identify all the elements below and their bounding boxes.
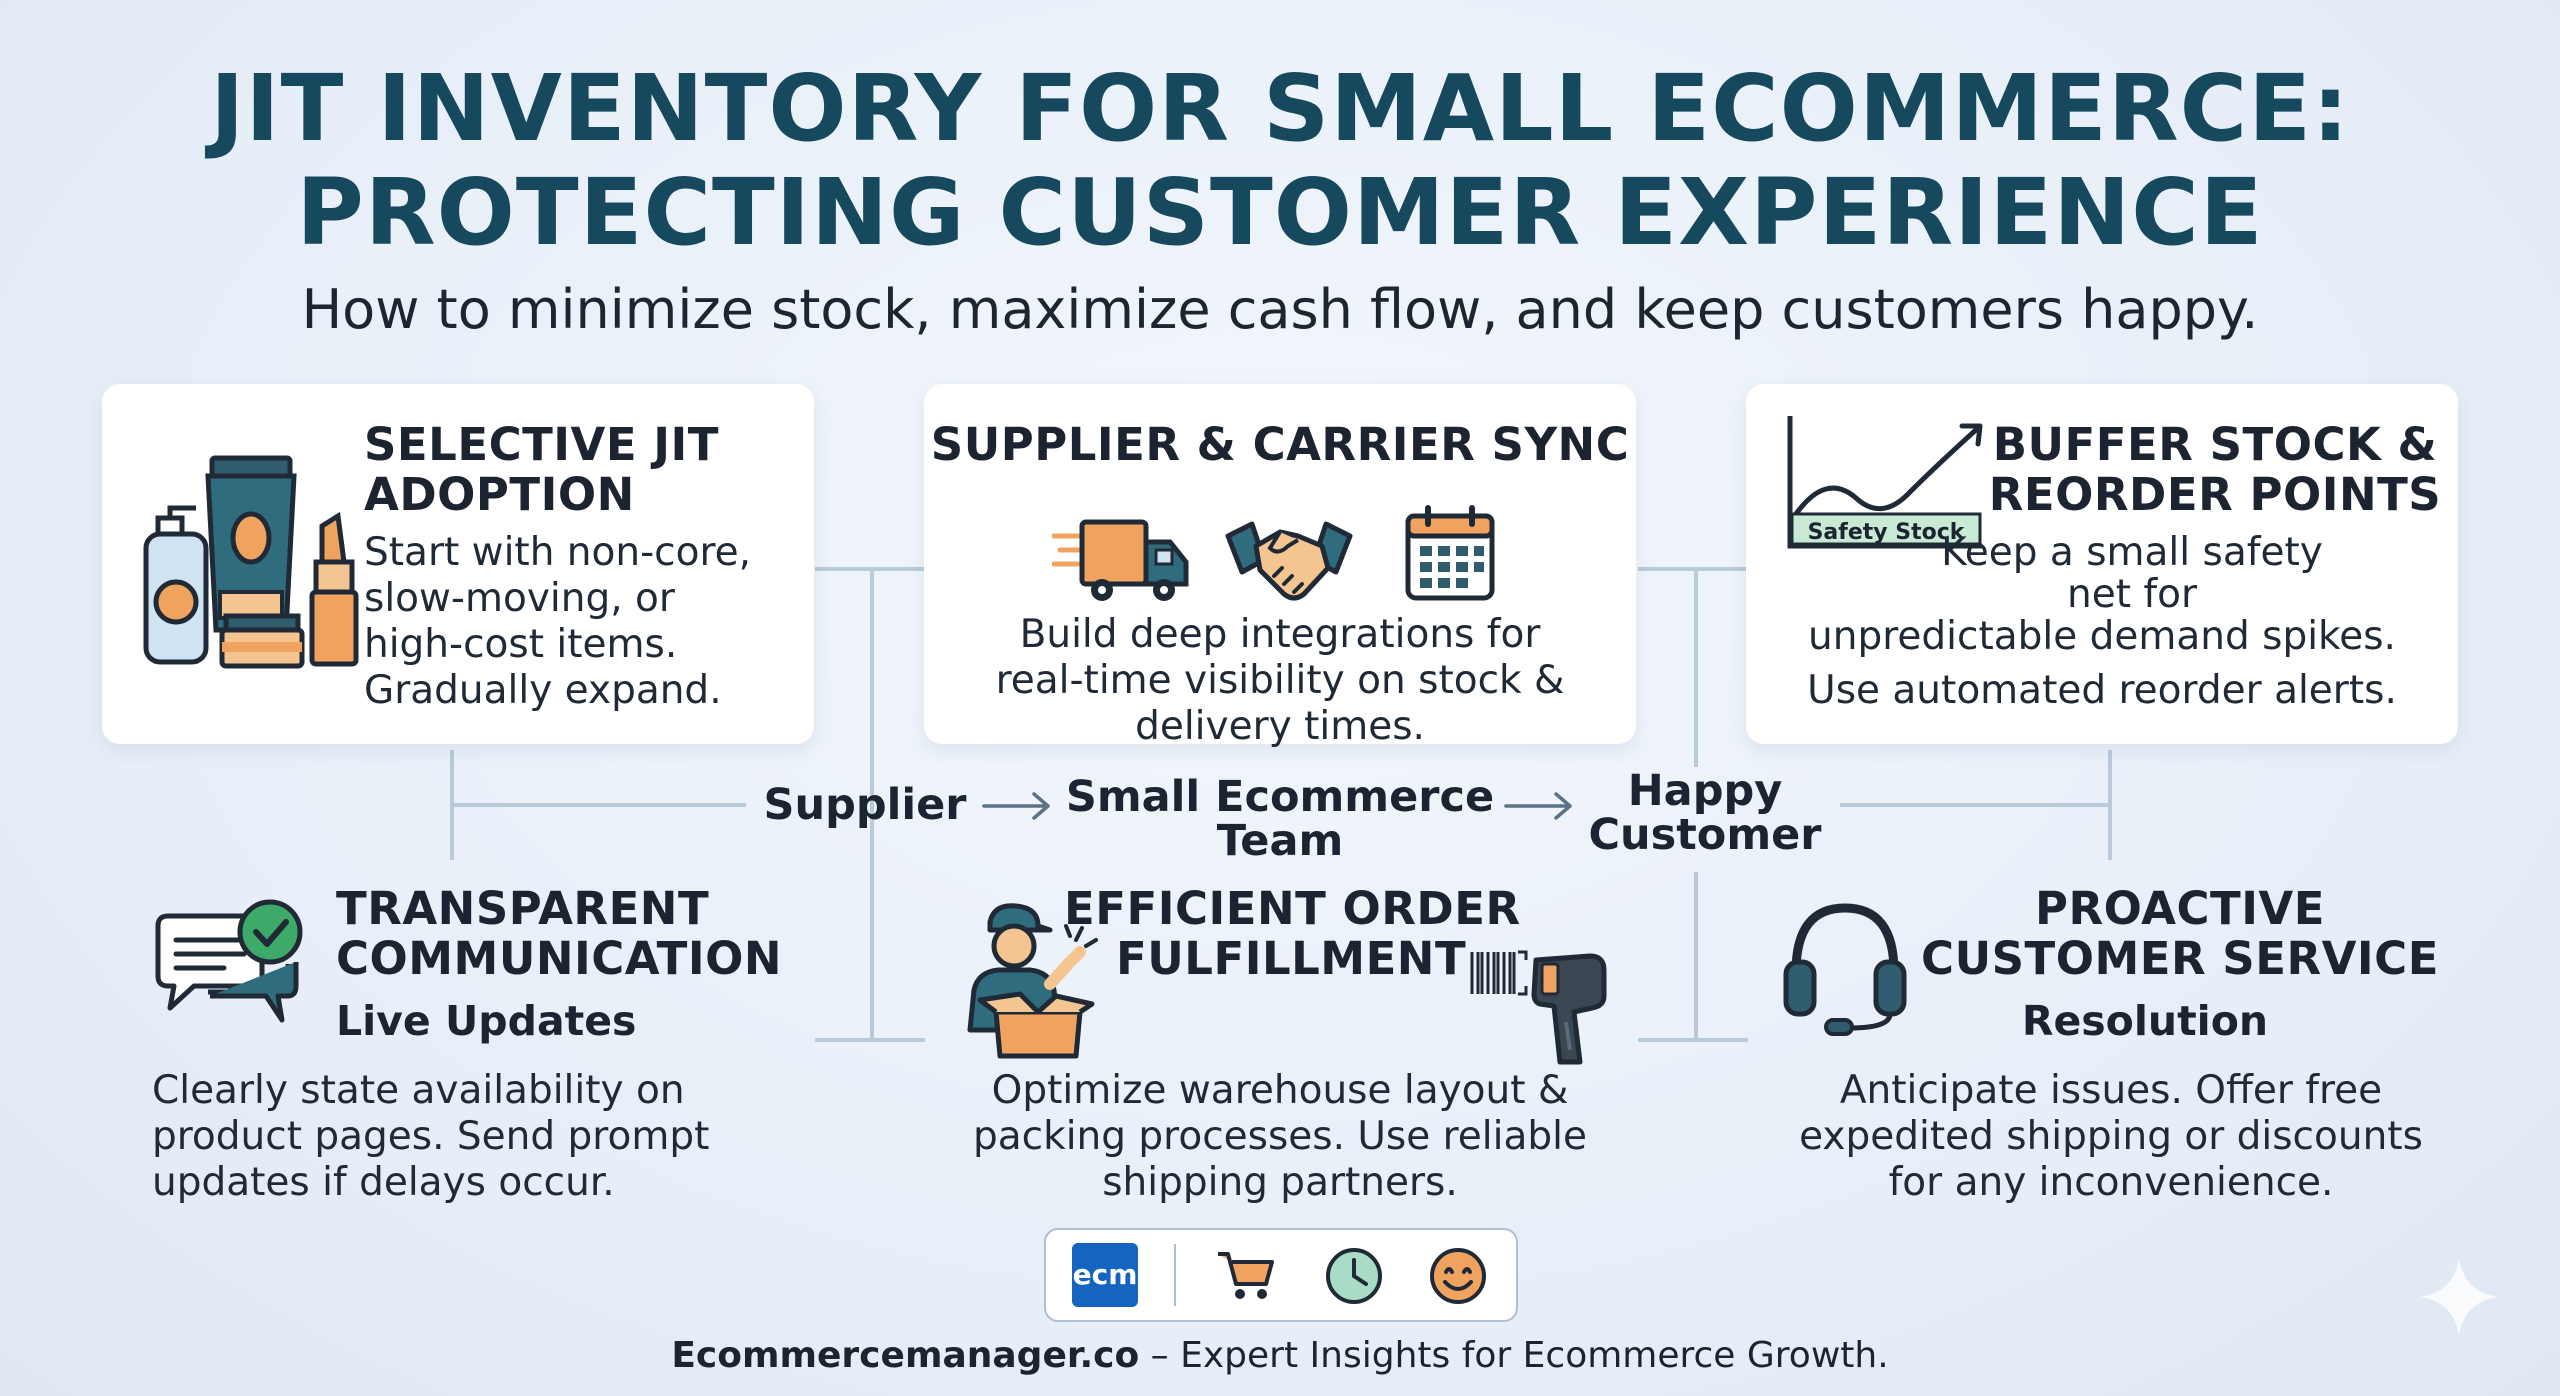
- card-body-line: slow-moving, or: [364, 576, 675, 621]
- card-title-line: ADOPTION: [364, 468, 635, 521]
- barcode-scanner-icon: [1531, 953, 1607, 1065]
- page-title-line2: PROTECTING CUSTOMER EXPERIENCE: [296, 159, 2264, 266]
- footer-credit: Ecommercemanager.co – Expert Insights fo…: [0, 1334, 2560, 1378]
- card-body-line: Build deep integrations for: [1019, 612, 1541, 657]
- ecm-logo: ecm: [1072, 1243, 1138, 1307]
- section-title-line: COMMUNICATION: [336, 932, 782, 985]
- barcode-icon: [1470, 950, 1528, 996]
- card-body-line: Gradually expand.: [364, 668, 722, 713]
- section-body-line: product pages. Send prompt: [152, 1114, 710, 1159]
- page-title-line1: JIT INVENTORY FOR SMALL ECOMMERCE:: [210, 55, 2350, 162]
- section-title-line: PROACTIVE: [2034, 882, 2326, 935]
- footer-icon-bar: ecm: [1044, 1228, 1518, 1322]
- flow-customer-line2: Customer: [1588, 810, 1822, 860]
- section-body-line: packing processes. Use reliable: [973, 1114, 1587, 1159]
- cosmetics-icon: [143, 455, 359, 669]
- arrow-right-icon: [1504, 792, 1572, 820]
- demand-chart-icon: [1787, 416, 1983, 549]
- section-tag: Live Updates: [336, 997, 637, 1045]
- card-body-line: Use automated reorder alerts.: [1807, 668, 2397, 713]
- section-body-line: expedited shipping or discounts: [1799, 1114, 2423, 1159]
- section-title-line: FULFILLMENT: [1116, 932, 1467, 985]
- worker-box-icon: [967, 903, 1098, 1059]
- section-title-line: CUSTOMER SERVICE: [1921, 932, 2439, 985]
- footer-divider: [1174, 1244, 1176, 1306]
- arrow-right-icon: [982, 792, 1050, 820]
- shopping-cart-icon: [1218, 1252, 1274, 1299]
- footer-brand: Ecommercemanager.co: [671, 1335, 1140, 1376]
- section-body-line: for any inconvenience.: [1888, 1160, 2334, 1205]
- section-title-line: EFFICIENT ORDER: [1064, 882, 1521, 935]
- flow-customer-line1: Happy: [1627, 766, 1783, 816]
- headset-icon: [1783, 903, 1907, 1036]
- card-supplier-sync: SUPPLIER & CARRIER SYNC Build deep integ…: [924, 384, 1636, 749]
- card-title-line: REORDER POINTS: [1988, 468, 2442, 521]
- calendar-icon: [1405, 505, 1495, 601]
- sparkle-icon: [2420, 1258, 2498, 1336]
- section-tag: Resolution: [2021, 997, 2269, 1045]
- clock-icon: [1326, 1248, 1382, 1304]
- section-body-line: updates if delays occur.: [152, 1160, 615, 1205]
- card-selective-jit: SELECTIVE JIT ADOPTION Start with non-co…: [102, 384, 814, 744]
- page-subtitle: How to minimize stock, maximize cash flo…: [301, 278, 2259, 341]
- card-body-line: delivery times.: [1135, 704, 1425, 749]
- handshake-icon: [1225, 521, 1353, 601]
- card-body-line: net for: [2066, 572, 2198, 617]
- section-body-line: Anticipate issues. Offer free: [1839, 1068, 2383, 1113]
- section-body-line: shipping partners.: [1102, 1160, 1458, 1205]
- safety-stock-label: Safety Stock: [1807, 520, 1965, 545]
- card-buffer-stock: Safety Stock BUFFER STOCK & REORDER POIN…: [1746, 384, 2458, 744]
- section-body-line: Optimize warehouse layout &: [991, 1068, 1569, 1113]
- flow-supplier: Supplier: [763, 780, 967, 830]
- card-title: SUPPLIER & CARRIER SYNC: [930, 418, 1630, 471]
- card-title-line: SELECTIVE JIT: [364, 418, 719, 471]
- flow-team-line2: Team: [1216, 816, 1344, 866]
- card-body-line: Keep a small safety: [1941, 530, 2323, 575]
- section-body-line: Clearly state availability on: [152, 1068, 685, 1113]
- section-title-line: TRANSPARENT: [336, 882, 710, 935]
- card-title-line: BUFFER STOCK &: [1992, 418, 2438, 471]
- footer-tagline: – Expert Insights for Ecommerce Growth.: [1139, 1335, 1889, 1376]
- smiley-icon: [1430, 1248, 1486, 1304]
- card-body-line: high-cost items.: [364, 622, 678, 667]
- card-body-line: Start with non-core,: [364, 530, 752, 575]
- card-body-line: unpredictable demand spikes.: [1808, 614, 2396, 659]
- truck-icon: [1052, 519, 1189, 601]
- card-body-line: real-time visibility on stock &: [995, 658, 1565, 703]
- flow-team-line1: Small Ecommerce: [1065, 772, 1495, 822]
- chat-check-icon: [155, 899, 303, 1023]
